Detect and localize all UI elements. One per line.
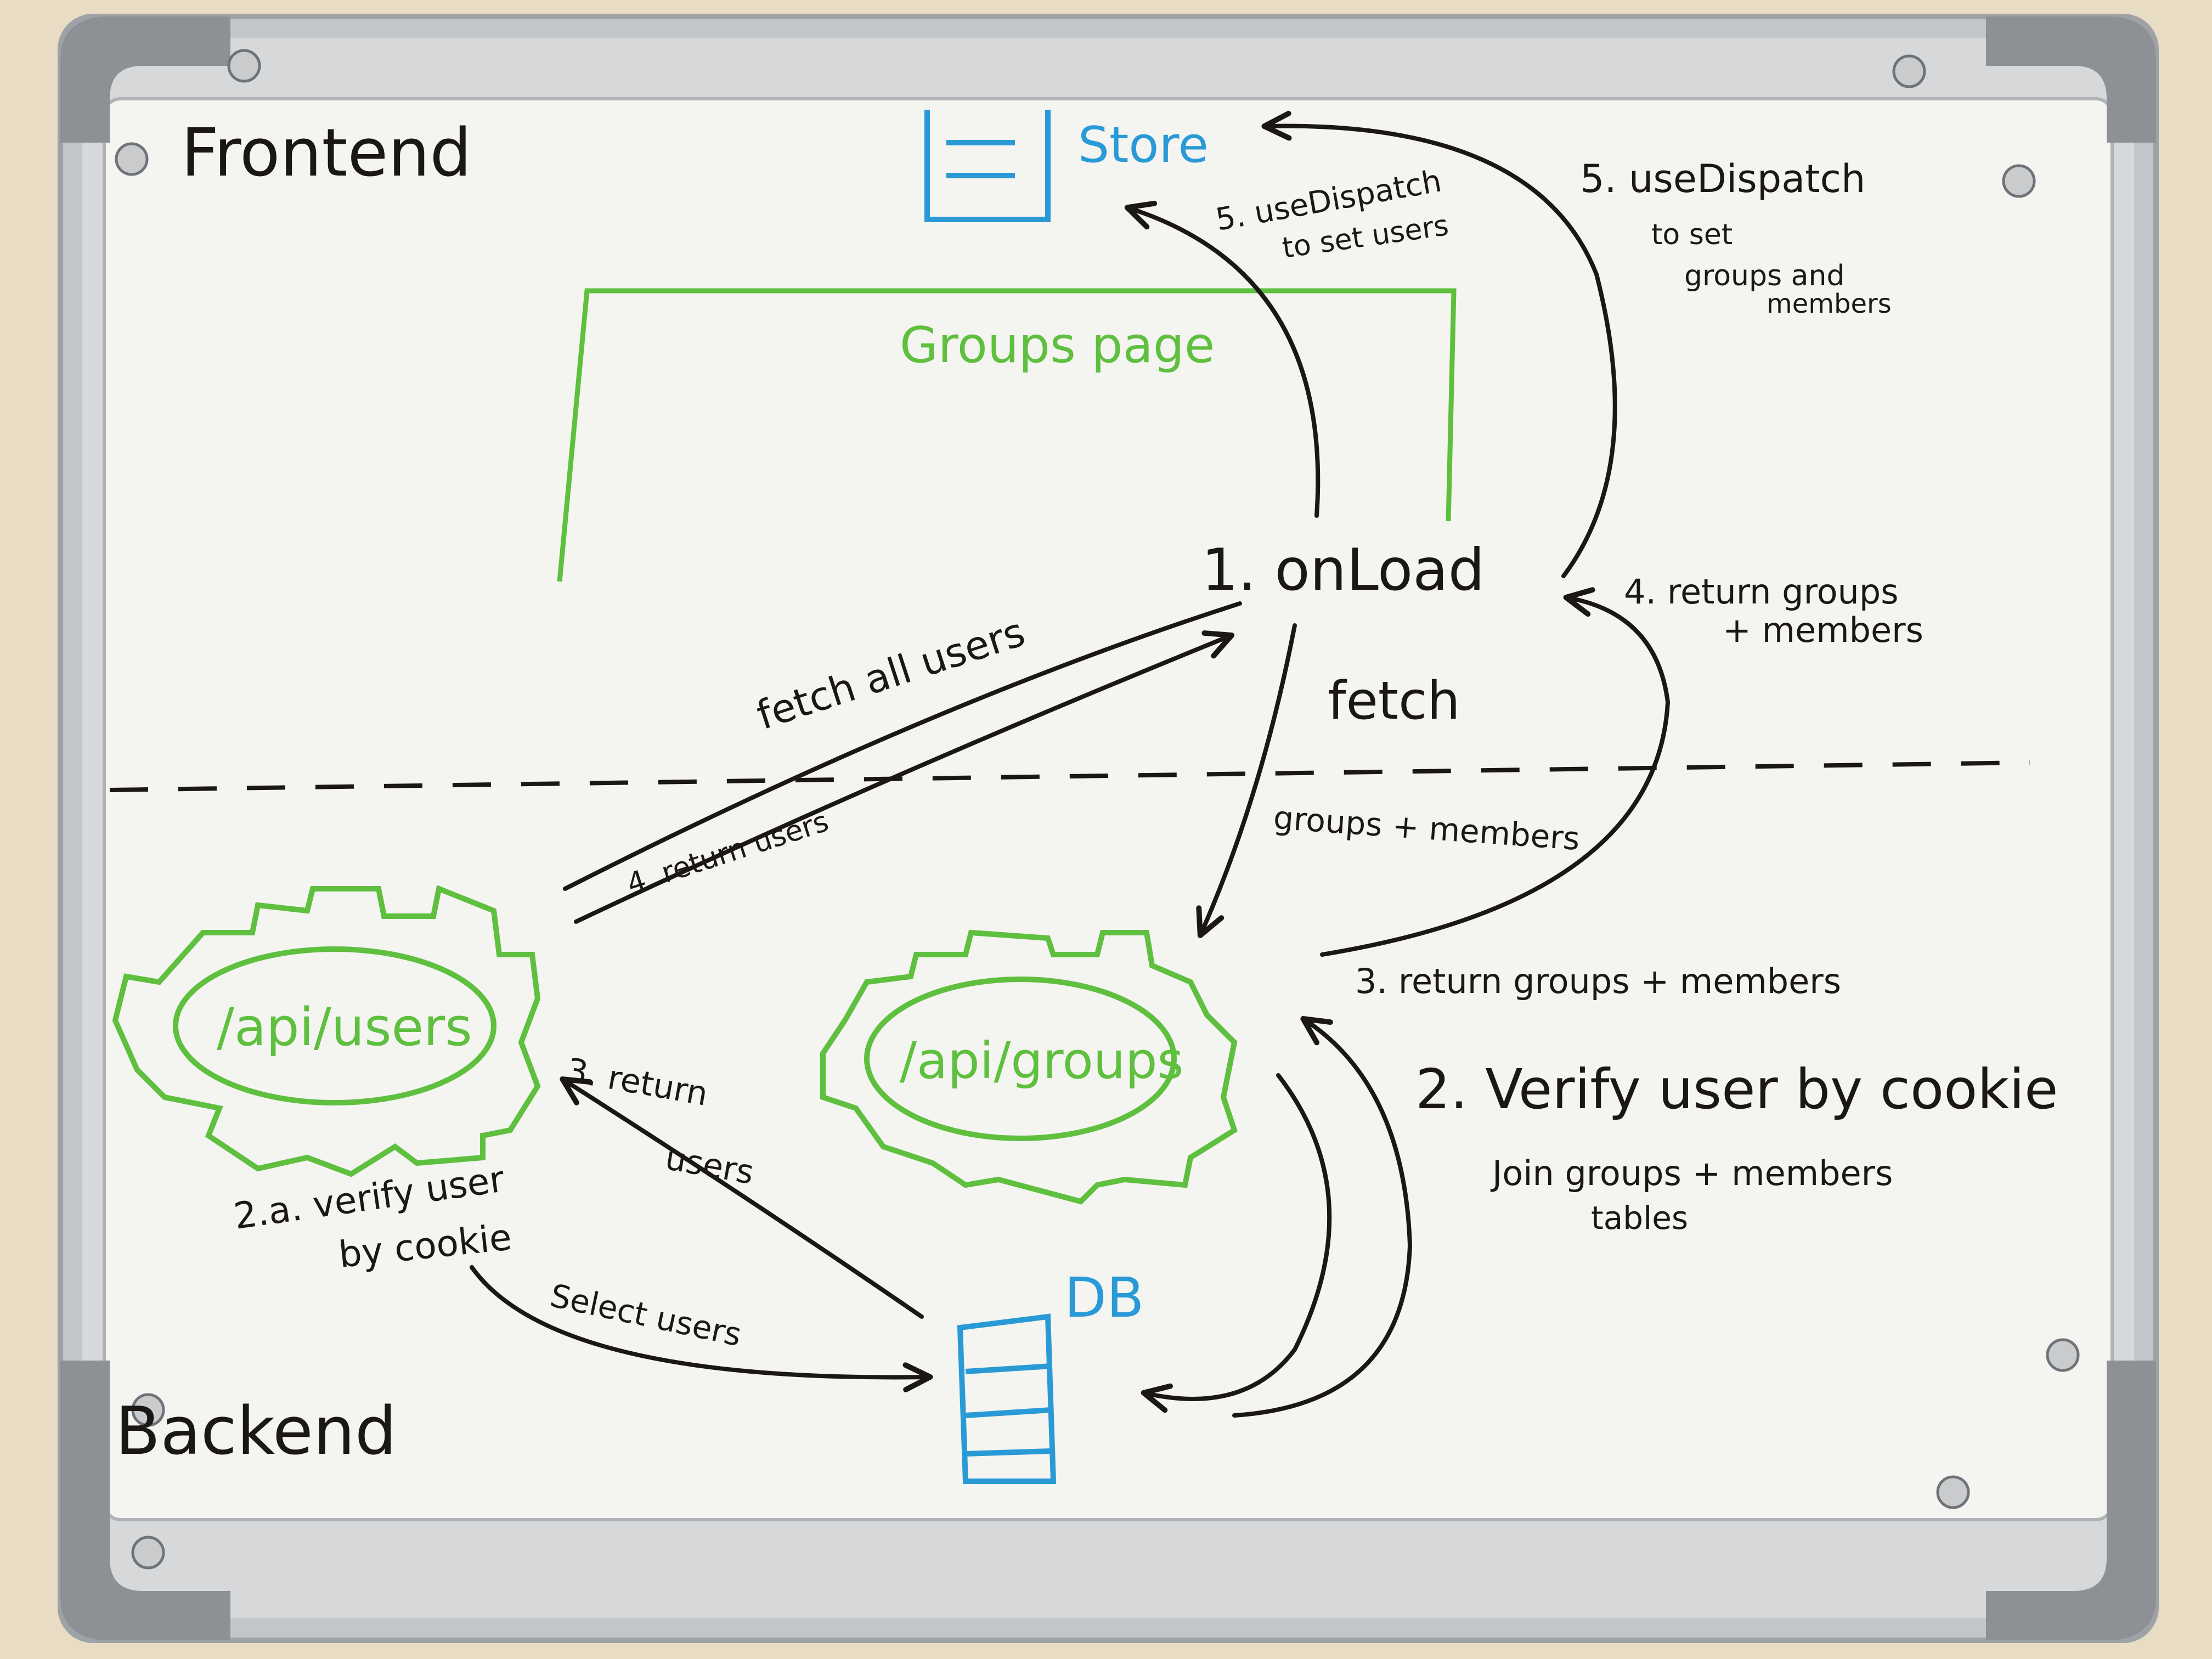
corner-top-right — [1986, 16, 2156, 143]
frontend-label: Frontend — [181, 115, 472, 191]
label-join-tables-line2: tables — [1591, 1199, 1688, 1237]
corner-bottom-left — [60, 1361, 230, 1640]
arrow-return-groups-3 — [1232, 1015, 1413, 1418]
corner-bottom-right — [1986, 1361, 2156, 1640]
database-icon — [957, 1313, 1057, 1484]
label-dispatch-groups-line2: to set — [1651, 218, 1733, 251]
label-dispatch-groups-line4: members — [1767, 289, 1892, 319]
screw-icon — [1936, 1475, 1970, 1509]
store-label: Store — [1078, 116, 1209, 174]
label-return-groups-4-line1: 4. return groups — [1624, 572, 1899, 612]
corner-top-left — [60, 16, 230, 143]
arrow-select-users — [470, 1265, 933, 1392]
label-verify-user-2: 2. Verify user by cookie — [1415, 1057, 2058, 1121]
backend-label: Backend — [115, 1393, 397, 1470]
arrow-dispatch-users — [1124, 200, 1321, 518]
label-fetch: fetch — [1328, 671, 1460, 731]
api-groups-label: /api/groups — [900, 1031, 1183, 1090]
screw-icon — [2002, 164, 2036, 198]
screw-icon — [131, 1393, 165, 1427]
screw-icon — [115, 142, 149, 176]
db-label: DB — [1064, 1266, 1144, 1330]
api-users-label: /api/users — [217, 997, 472, 1058]
store-icon — [924, 110, 1051, 222]
label-dispatch-groups-line3: groups and — [1684, 259, 1844, 292]
api-groups-node — [820, 929, 1238, 1205]
arrow-return-users-4 — [574, 630, 1235, 924]
onload-label: 1. onLoad — [1201, 537, 1485, 603]
screw-icon — [131, 1536, 165, 1570]
arrow-groups-to-db — [1141, 1073, 1332, 1413]
arrow-return-users-3 — [560, 1076, 924, 1319]
arrow-dispatch-groups — [1261, 110, 1617, 578]
arrow-return-groups-4 — [1320, 587, 1671, 957]
screw-icon — [1892, 54, 1926, 88]
label-join-tables-line1: Join groups + members — [1490, 1153, 1893, 1193]
label-return-groups-3: 3. return groups + members — [1355, 961, 1841, 1001]
label-dispatch-groups-line1: 5. useDispatch — [1580, 156, 1865, 201]
api-users-node — [112, 885, 541, 1177]
groups-page-frame — [557, 288, 1457, 582]
groups-page-label: Groups page — [900, 317, 1215, 374]
screw-icon — [227, 49, 261, 83]
label-return-groups-4-line2: + members — [1723, 610, 1923, 650]
arrow-fetch-all-users — [563, 601, 1242, 891]
arrow-fetch-groups — [1196, 623, 1297, 939]
screw-icon — [2046, 1338, 2080, 1372]
frontend-backend-divider — [109, 760, 2030, 792]
